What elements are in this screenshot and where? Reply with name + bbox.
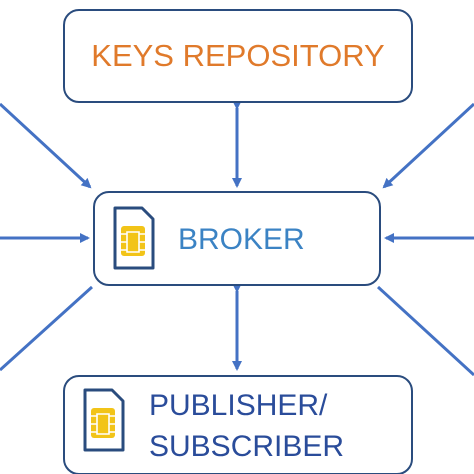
keys-repository-label: KEYS REPOSITORY bbox=[91, 38, 385, 73]
broker-label: BROKER bbox=[178, 223, 305, 256]
publisher-subscriber-label: PUBLISHER/ SUBSCRIBER bbox=[149, 385, 344, 467]
bottom-right-line bbox=[376, 285, 474, 377]
top-right-arrow bbox=[382, 102, 474, 189]
publisher-subscriber-node: PUBLISHER/ SUBSCRIBER bbox=[63, 375, 413, 474]
publisher-label-line: PUBLISHER/ bbox=[149, 389, 328, 422]
top-left-arrow bbox=[0, 102, 92, 189]
sim-card-icon bbox=[83, 388, 125, 452]
keys-repository-node: KEYS REPOSITORY bbox=[63, 9, 413, 103]
sim-card-icon bbox=[113, 206, 155, 270]
bottom-left-line bbox=[0, 285, 94, 372]
subscriber-label-line: SUBSCRIBER bbox=[149, 430, 345, 463]
broker-node: BROKER bbox=[93, 191, 381, 286]
